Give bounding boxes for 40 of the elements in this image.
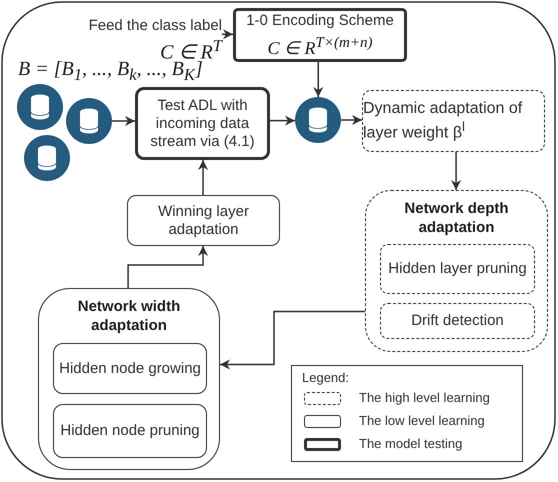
arrow bbox=[313, 62, 324, 97]
data-cylinder bbox=[24, 135, 70, 181]
arrow bbox=[198, 160, 208, 195]
formula: C ∈ R$^{T×(m+n)}$ bbox=[268, 34, 372, 60]
process-box bbox=[53, 343, 207, 394]
node-label: Test ADL with incoming data stream via (4.1) bbox=[149, 96, 256, 150]
node-label: Hidden node growing bbox=[59, 360, 201, 378]
process-box bbox=[53, 404, 207, 458]
arrow bbox=[112, 116, 135, 126]
arrow bbox=[451, 152, 462, 190]
group-box bbox=[38, 288, 220, 470]
node-label: Winning layer adaptation bbox=[157, 202, 250, 238]
arrow bbox=[127, 246, 208, 288]
node-label: Dynamic adaptation of layer weight β$^{l}$ bbox=[363, 100, 524, 142]
process-box bbox=[127, 195, 280, 246]
process-box bbox=[380, 244, 535, 294]
arrow bbox=[270, 116, 295, 126]
arrow bbox=[222, 29, 233, 40]
node-label: Hidden node pruning bbox=[60, 422, 200, 440]
node-label: Hidden layer pruning bbox=[388, 260, 527, 278]
group-box bbox=[365, 190, 548, 352]
group-title: Network depth adaptation bbox=[403, 199, 510, 237]
process-box bbox=[135, 87, 270, 160]
legend-label: The model testing bbox=[359, 436, 462, 451]
group-title: Network width adaptation bbox=[76, 297, 182, 335]
data-cylinder bbox=[17, 84, 63, 130]
process-box bbox=[362, 90, 545, 152]
process-box bbox=[233, 8, 407, 62]
legend-label: The high level learning bbox=[359, 390, 490, 405]
legend-title: Legend: bbox=[302, 370, 349, 385]
arrow bbox=[341, 115, 362, 125]
node-label: Feed the class label bbox=[88, 16, 222, 35]
formula: B = [B$_{1}$, ..., B$_{k}$, ..., B$_{K}$] bbox=[18, 58, 203, 85]
node-label: 1-0 Encoding Scheme bbox=[246, 11, 394, 30]
node-label: Drift detection bbox=[411, 312, 504, 330]
legend-label: The low level learning bbox=[359, 413, 485, 428]
data-cylinder bbox=[66, 98, 112, 144]
arrow bbox=[220, 310, 365, 370]
data-cylinder bbox=[295, 97, 341, 143]
process-box bbox=[380, 303, 535, 339]
